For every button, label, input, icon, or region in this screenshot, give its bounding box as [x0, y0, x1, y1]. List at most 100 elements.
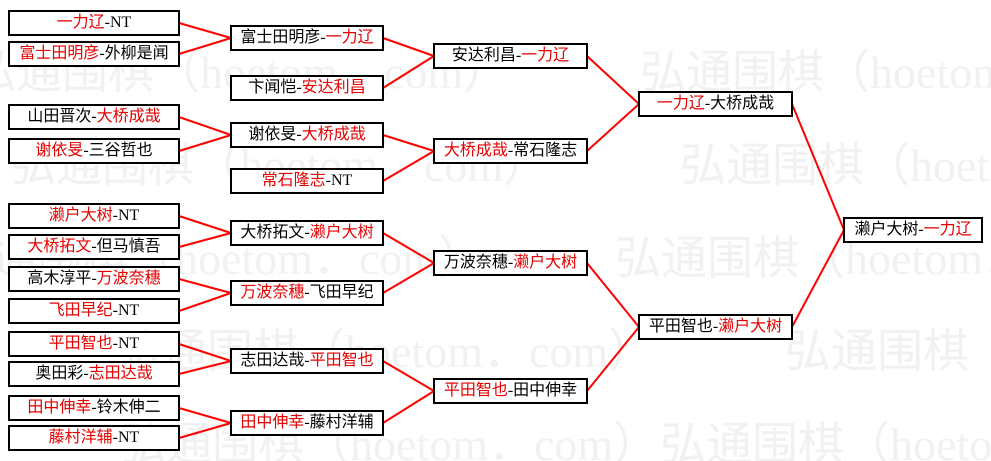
match-box: 常石隆志-NT: [230, 168, 384, 194]
connector-line: [382, 390, 435, 424]
player-name: 濑户大树: [718, 318, 783, 335]
watermark-text: 弘通围棋（hoetom．com）: [785, 326, 991, 377]
player-name: 一力辽: [521, 47, 570, 64]
match-box: 平田智也-濑户大树: [638, 314, 793, 340]
match-box: 平田智也-田中伸幸: [433, 378, 588, 404]
connector-line: [178, 360, 232, 375]
player-name: NT: [110, 14, 132, 31]
match-box: 平田智也-NT: [8, 331, 180, 357]
player-name: 一力辽: [656, 95, 705, 112]
match-box: 卞闻恺-安达利昌: [230, 75, 384, 101]
separator: -: [918, 221, 924, 238]
player-name: NT: [118, 335, 140, 352]
player-name: 田中伸幸: [240, 414, 305, 431]
connector-line: [178, 22, 232, 39]
player-name: 外柳是闻: [104, 45, 169, 62]
match-box: 田中伸幸-铃木伸二: [8, 395, 180, 421]
separator: -: [91, 238, 97, 255]
separator: -: [507, 382, 514, 399]
connector-line: [382, 232, 435, 264]
player-name: 安达利昌: [301, 79, 366, 96]
player-name: 飞田早纪: [48, 302, 113, 319]
separator: -: [91, 108, 97, 125]
player-name: 大桥拓文: [240, 224, 305, 241]
player-name: 濑户大树: [854, 221, 919, 238]
player-name: 谢依旻: [248, 126, 297, 143]
match-box: 志田达哉-平田智也: [230, 348, 384, 374]
player-name: 平田智也: [48, 335, 113, 352]
player-name: 志田达哉: [88, 365, 153, 382]
player-name: 富士田明彦: [240, 29, 321, 46]
match-box: 谢依旻-大桥成哉: [230, 122, 384, 148]
connector-line: [382, 150, 435, 182]
player-name: 奥田彩: [35, 365, 84, 382]
connector-line: [178, 37, 232, 55]
separator: -: [99, 45, 105, 62]
player-name: NT: [118, 429, 140, 446]
match-box: 飞田早纪-NT: [8, 298, 180, 324]
separator: -: [704, 95, 711, 112]
player-name: 田中伸幸: [513, 382, 578, 399]
match-box: 富士田明彦-外柳是闻: [8, 41, 180, 67]
separator: -: [507, 254, 514, 271]
match-box: 大桥拓文-濑户大树: [230, 220, 384, 246]
match-box: 一力辽-大桥成哉: [638, 91, 793, 117]
connector-line: [178, 134, 232, 152]
separator: -: [320, 29, 326, 46]
player-name: 富士田明彦: [19, 45, 100, 62]
separator: -: [91, 399, 97, 416]
player-name: 平田智也: [443, 382, 508, 399]
separator: -: [91, 270, 97, 287]
player-name: 大桥成哉: [710, 95, 775, 112]
connector-line: [178, 215, 232, 234]
player-name: 濑户大树: [48, 207, 113, 224]
watermark-text: 弘通围棋（hoetom．com）: [680, 140, 991, 191]
separator: -: [83, 142, 89, 159]
player-name: NT: [331, 172, 353, 189]
connector-line: [382, 360, 435, 392]
player-name: NT: [118, 207, 140, 224]
match-box: 安达利昌-一力辽: [433, 43, 588, 69]
player-name: 万波奈穗: [443, 254, 508, 271]
final-result-box: 濑户大树-一力辽: [843, 217, 983, 243]
separator: -: [712, 318, 719, 335]
player-name: 濑户大树: [309, 224, 374, 241]
player-name: 平田智也: [309, 352, 374, 369]
player-name: 田中伸幸: [27, 399, 92, 416]
match-box: 富士田明彦-一力辽: [230, 25, 384, 51]
separator: -: [304, 414, 310, 431]
watermark-text: 弘通围棋（hoetom．com）: [640, 47, 991, 98]
connector-line: [178, 343, 232, 362]
separator: -: [304, 224, 310, 241]
match-box: 濑户大树-NT: [8, 203, 180, 229]
separator: -: [296, 79, 302, 96]
player-name: 大桥成哉: [96, 108, 161, 125]
watermark-text: 弘通围棋（hoetom．com）: [660, 419, 991, 461]
player-name: 平田智也: [648, 318, 713, 335]
connector-line: [178, 278, 232, 294]
player-name: 藤村洋辅: [309, 414, 374, 431]
player-name: 高木淳平: [27, 270, 92, 287]
connector-line: [382, 262, 435, 294]
player-name: 铃木伸二: [96, 399, 161, 416]
separator: -: [304, 284, 310, 301]
player-name: 谢依旻: [35, 142, 84, 159]
player-name: 万波奈穗: [240, 284, 305, 301]
connector-line: [178, 232, 232, 248]
separator: -: [515, 47, 522, 64]
player-name: 一力辽: [56, 14, 105, 31]
match-box: 谢依旻-三谷哲也: [8, 138, 180, 164]
player-name: 飞田早纪: [309, 284, 374, 301]
connector-line: [791, 103, 845, 231]
separator: -: [83, 365, 89, 382]
separator: -: [112, 302, 118, 319]
match-box: 大桥成哉-常石隆志: [433, 138, 588, 164]
match-box: 一力辽-NT: [8, 10, 180, 36]
player-name: 常石隆志: [513, 142, 578, 159]
match-box: 田中伸幸-藤村洋辅: [230, 410, 384, 436]
player-name: 一力辽: [923, 221, 972, 238]
player-name: 一力辽: [325, 29, 374, 46]
player-name: 大桥成哉: [301, 126, 366, 143]
separator: -: [325, 172, 331, 189]
